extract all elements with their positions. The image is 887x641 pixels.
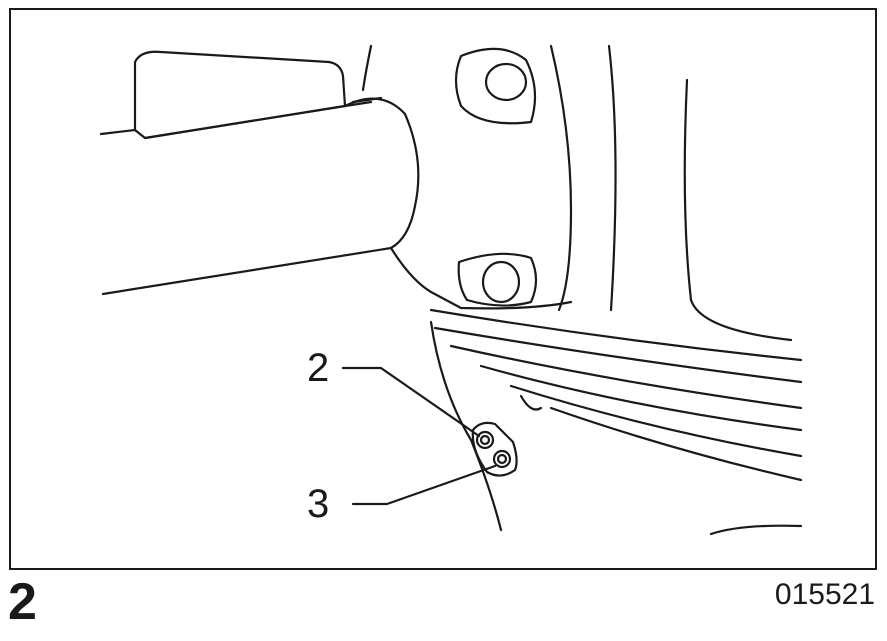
leader-line-3 <box>351 464 497 506</box>
housing-far-right <box>607 44 617 312</box>
rib-5 <box>509 384 803 458</box>
lever-top-block <box>133 50 347 140</box>
rib-3 <box>449 344 803 410</box>
lower-bolt-head <box>481 260 521 304</box>
rib-2 <box>433 326 803 384</box>
housing-inner-line <box>683 78 793 342</box>
callout-label-3: 3 <box>307 482 330 526</box>
lower-bolt-recess <box>457 252 538 307</box>
lever-arm-lower <box>101 246 393 296</box>
housing-right-curve <box>549 44 573 312</box>
port-2-inner <box>479 434 491 446</box>
port-plate <box>471 421 518 477</box>
lever-top-edge <box>99 128 137 136</box>
lower-housing-wall <box>429 320 503 532</box>
port-2 <box>475 430 495 450</box>
line-drawing <box>99 44 803 536</box>
rib-4 <box>479 364 803 432</box>
leader-line-2 <box>341 366 481 438</box>
figure-number: 2 <box>8 573 37 631</box>
housing-outline <box>361 44 573 310</box>
illustration-frame: 2 3 <box>9 8 877 570</box>
reference-code: 015521 <box>774 578 875 611</box>
callout-label-2: 2 <box>307 346 330 390</box>
port-3 <box>492 449 512 469</box>
upper-bolt-recess <box>454 47 537 125</box>
lever-collar <box>343 97 420 250</box>
rib-1 <box>429 308 803 362</box>
port-3-inner <box>496 453 508 465</box>
lever-collar-inner <box>351 96 383 104</box>
rib-6 <box>549 406 803 482</box>
lever-arm-upper <box>143 100 373 140</box>
rib-bump <box>519 394 543 411</box>
base-fragment <box>709 524 803 536</box>
upper-bolt-head <box>484 62 528 102</box>
